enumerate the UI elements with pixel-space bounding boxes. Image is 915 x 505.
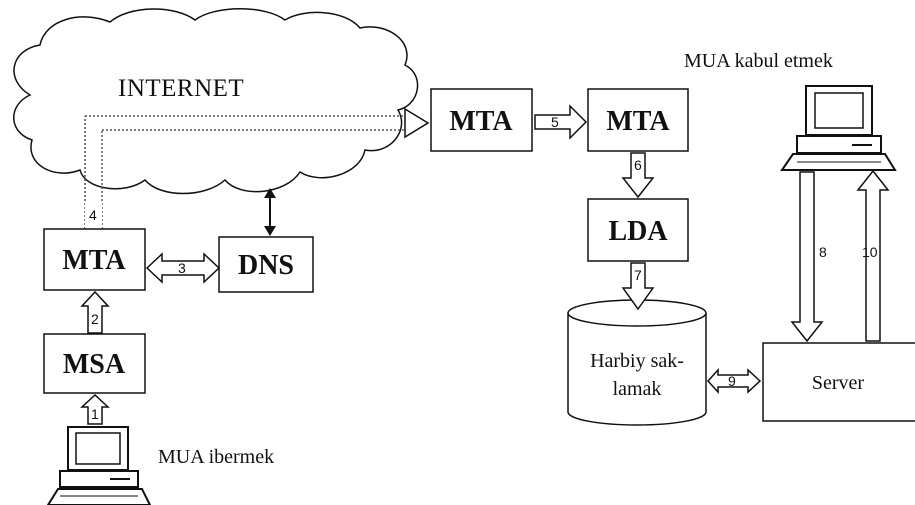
server-box: Server <box>762 342 915 422</box>
step-5-arrow: 5 <box>534 104 588 140</box>
step-2-label: 2 <box>91 311 99 327</box>
step-3-label: 3 <box>178 260 186 276</box>
lda-label: LDA <box>608 216 668 247</box>
mta-relay-label: MTA <box>449 106 513 137</box>
mta-sender-box: MTA <box>43 228 146 291</box>
receiver-computer-icon <box>780 85 897 171</box>
receiver-mua-label: MUA kabul etmek <box>684 50 833 72</box>
storage-label-line1: Harbiy sak- <box>590 350 684 372</box>
dns-label: DNS <box>238 250 294 281</box>
lda-box: LDA <box>587 198 689 262</box>
mail-storage-cylinder: Harbiy sak- lamak <box>567 299 707 426</box>
step-1-arrow: 1 <box>80 393 110 425</box>
step-8-arrow: 8 <box>790 171 827 343</box>
mta-receiver-label: MTA <box>606 106 670 137</box>
step-6-arrow: 6 <box>621 152 655 199</box>
mta-sender-label: MTA <box>62 245 126 276</box>
step-4-label: 4 <box>89 207 97 223</box>
step-8-label: 8 <box>819 244 827 260</box>
step-10-arrow: 10 <box>856 169 890 342</box>
sender-mua-label: MUA ibermek <box>158 446 274 468</box>
dns-box: DNS <box>218 236 314 293</box>
step-2-arrow: 2 <box>80 290 110 334</box>
step-9-label: 9 <box>728 373 736 389</box>
server-label: Server <box>812 372 865 394</box>
mta-receiver-box: MTA <box>587 88 689 152</box>
step-7-label: 7 <box>634 267 642 283</box>
step-10-label: 10 <box>862 244 878 260</box>
step-7-arrow: 7 <box>621 262 655 311</box>
mta-relay-box: MTA <box>430 88 533 152</box>
step-9-arrow: 9 <box>706 368 762 394</box>
msa-box: MSA <box>43 333 146 394</box>
step-5-label: 5 <box>551 114 559 130</box>
step-3-arrow: 3 <box>145 252 221 284</box>
sender-computer-icon <box>46 426 152 505</box>
storage-label-line2: lamak <box>613 378 662 400</box>
dns-internet-arrow <box>264 188 276 236</box>
internet-cloud: INTERNET <box>13 8 419 195</box>
step-6-label: 6 <box>634 157 642 173</box>
msa-label: MSA <box>63 349 126 380</box>
step-1-label: 1 <box>91 406 99 422</box>
internet-label: INTERNET <box>118 75 244 102</box>
